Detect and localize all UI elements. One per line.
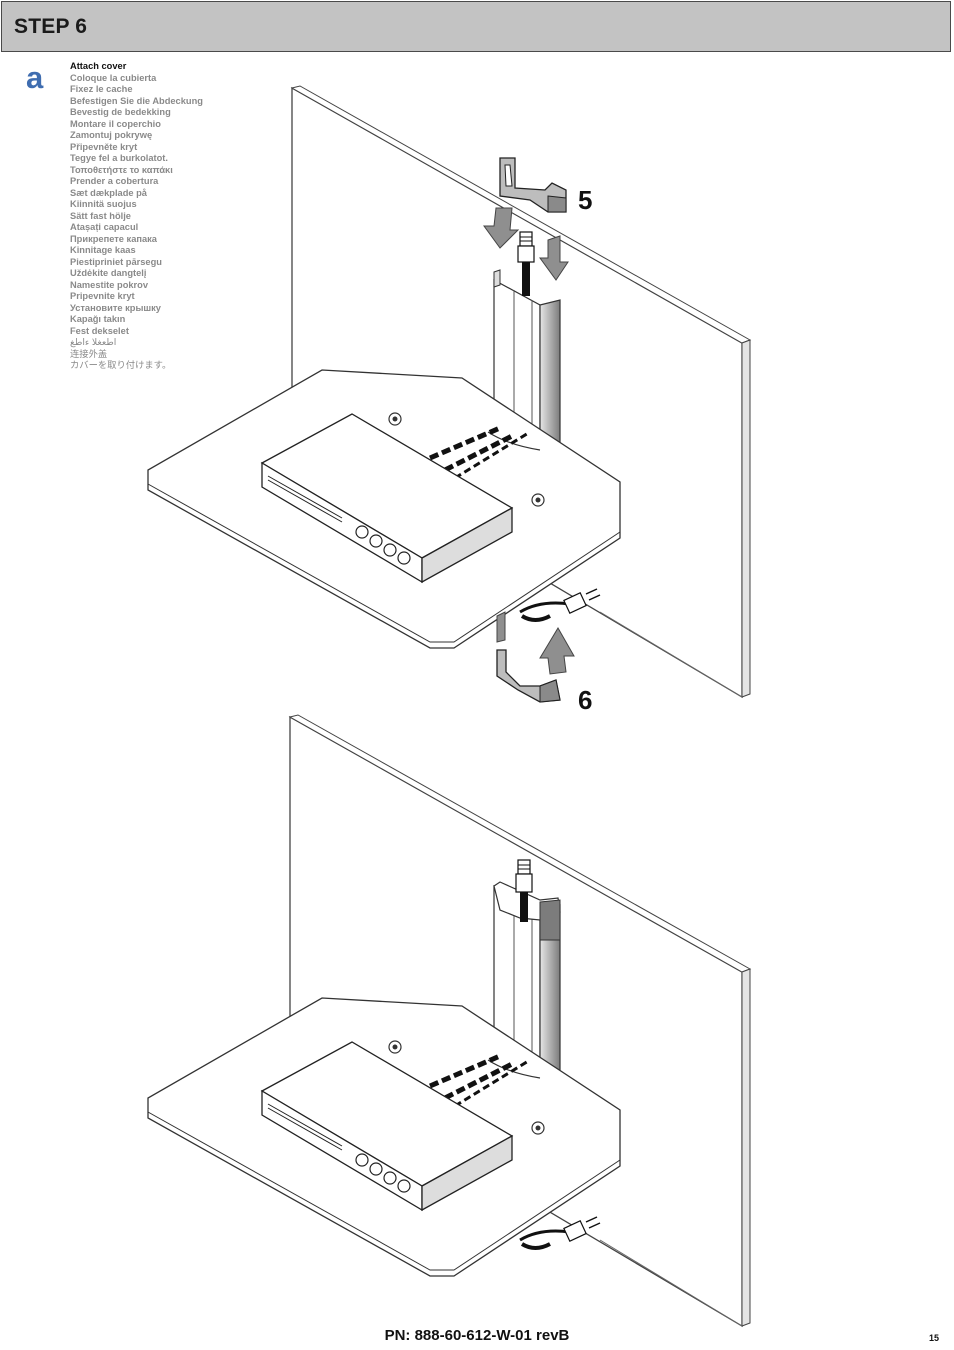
instruction-et: Kinnitage kaas — [70, 245, 136, 255]
instruction-sv: Sätt fast hölje — [70, 210, 131, 221]
instruction-ro: Atașați capacul — [70, 222, 139, 232]
top-cover-piece-icon — [499, 157, 567, 213]
instruction-de: Befestigen Sie die Abdeckung — [70, 95, 203, 106]
instruction-zh: 连接外盖 — [70, 348, 108, 359]
bottom-scene — [147, 714, 752, 1328]
instruction-ja: カバーを取り付けます。 — [70, 360, 172, 370]
cable-plug-icon — [517, 231, 535, 296]
instruction-sl: Namestite pokrov — [70, 279, 149, 290]
dvd-player-icon — [260, 1041, 514, 1212]
instruction-bg: Прикрепете капака — [70, 233, 157, 244]
instruction-fi: Kiinnitä suojus — [70, 199, 137, 209]
part-number: PN: 888-60-612-W-01 revB — [384, 1327, 570, 1344]
arrow-down-icon — [539, 235, 569, 281]
instruction-el: Τοποθετήστε το καπάκι — [70, 164, 173, 175]
instruction-ru: Установите крышку — [70, 302, 161, 313]
instruction-tr: Kapağı takın — [70, 314, 126, 324]
top-scene: 5 6 — [147, 85, 752, 715]
dvd-player-icon — [260, 413, 514, 584]
step-title: STEP 6 — [14, 15, 88, 38]
instruction-hu: Tegye fel a burkolatot. — [70, 153, 168, 163]
callout-6: 6 — [578, 685, 592, 715]
instruction-lv: Piestipriniet pārsegu — [70, 256, 162, 267]
column-icon — [493, 269, 561, 447]
substep-letter: a — [26, 60, 44, 95]
instruction-pl: Zamontuj pokrywę — [70, 130, 153, 140]
column-icon — [493, 881, 561, 1077]
instruction-it: Montare il coperchio — [70, 118, 161, 129]
instruction-lt: Uždėkite dangtelį — [70, 268, 147, 278]
instruction-sk: Pripevnite kryt — [70, 291, 135, 301]
instruction-en: Attach cover — [70, 61, 127, 71]
step-header: STEP 6 — [1, 1, 951, 52]
instruction-cs: Připevněte kryt — [70, 141, 138, 152]
instruction-da: Sæt dækplade på — [70, 187, 147, 198]
instruction-fr: Fixez le cache — [70, 84, 133, 94]
callout-5: 5 — [578, 185, 592, 215]
instruction-ar: اطعغلا ءاطغ — [70, 337, 117, 347]
bottom-cover-piece-icon — [496, 649, 561, 703]
arrow-up-icon — [539, 627, 575, 675]
power-cord-icon — [519, 1216, 743, 1327]
instruction-pt: Prender a cobertura — [70, 176, 159, 186]
instruction-list: Attach cover Coloque la cubierta Fixez l… — [70, 61, 203, 372]
arrow-down-icon — [483, 207, 520, 249]
instruction-no: Fest dekselet — [70, 325, 129, 336]
cable-plug-icon — [515, 859, 533, 922]
page-number: 15 — [929, 1333, 940, 1343]
instruction-es: Coloque la cubierta — [70, 72, 157, 83]
instruction-nl: Bevestig de bedekking — [70, 107, 171, 117]
power-cord-icon — [519, 588, 743, 698]
